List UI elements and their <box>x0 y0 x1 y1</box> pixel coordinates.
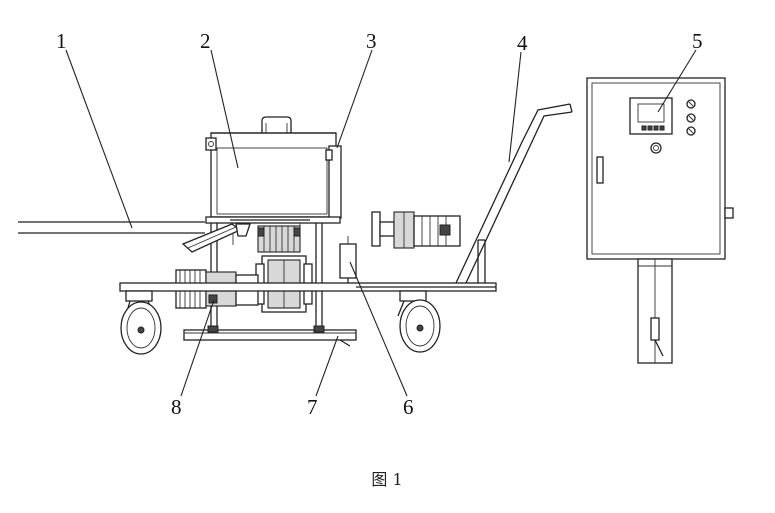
leader-lines <box>65 49 697 397</box>
callout-3: 3 <box>366 29 377 53</box>
callout-5: 5 <box>692 29 703 53</box>
sensor <box>339 236 357 288</box>
left-wheel <box>120 290 162 355</box>
feed-pipe <box>18 221 205 234</box>
trolley <box>119 103 573 292</box>
right-wheel <box>397 290 441 353</box>
control-cabinet <box>586 77 734 364</box>
callout-4: 4 <box>517 31 528 55</box>
callout-6: 6 <box>403 395 414 419</box>
hopper <box>205 116 342 224</box>
callout-8: 8 <box>171 395 182 419</box>
base-plate <box>183 325 357 347</box>
screw-coupling <box>257 225 301 253</box>
callout-7: 7 <box>307 395 318 419</box>
callout-1: 1 <box>56 29 67 53</box>
callout-2: 2 <box>200 29 211 53</box>
figure-caption: 图 1 <box>371 470 402 489</box>
discharge-chute <box>181 223 251 253</box>
right-motor <box>371 211 461 249</box>
